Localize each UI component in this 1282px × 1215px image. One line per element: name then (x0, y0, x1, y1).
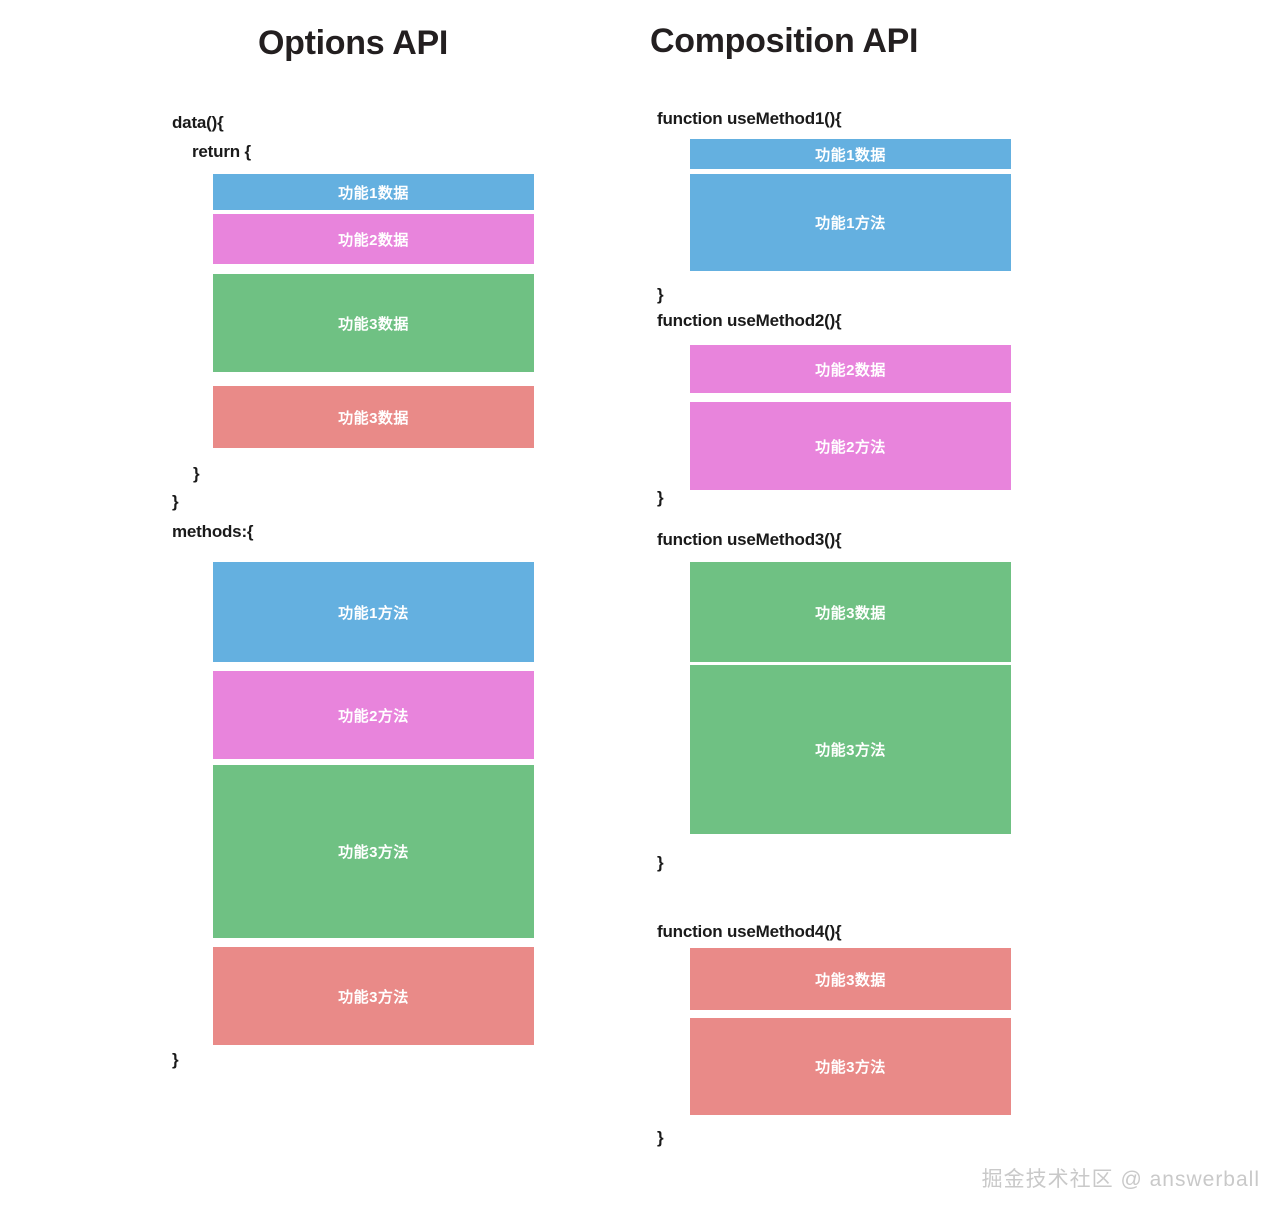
code-line: function useMethod1(){ (657, 109, 842, 128)
code-line: methods:{ (172, 522, 254, 541)
feature-block-label: 功能3方法 (338, 988, 409, 1006)
code-line: } (172, 1050, 179, 1069)
code-line: } (172, 492, 179, 511)
feature-block-label: 功能2方法 (338, 707, 409, 725)
feature-block-label: 功能2方法 (815, 438, 886, 456)
feature-block-label: 功能1方法 (338, 604, 409, 622)
feature-block: 功能3数据 (690, 562, 1011, 662)
feature-block: 功能3方法 (690, 1018, 1011, 1115)
feature-block-label: 功能3数据 (815, 604, 886, 622)
feature-block-label: 功能3方法 (815, 742, 886, 759)
feature-block: 功能3方法 (213, 947, 534, 1045)
feature-block: 功能2方法 (213, 671, 534, 759)
feature-block-label: 功能1数据 (338, 184, 409, 202)
feature-block-label: 功能1数据 (815, 146, 886, 164)
code-line: function useMethod2(){ (657, 311, 842, 330)
code-line: } (657, 488, 664, 507)
feature-block: 功能2方法 (690, 402, 1011, 490)
feature-block-label: 功能1方法 (815, 215, 886, 232)
feature-block-label: 功能2数据 (338, 231, 409, 249)
feature-block: 功能2数据 (213, 214, 534, 264)
feature-block-label: 功能3方法 (338, 844, 409, 861)
feature-block: 功能2数据 (690, 345, 1011, 393)
code-line: function useMethod4(){ (657, 922, 842, 941)
feature-block: 功能1数据 (213, 174, 534, 210)
feature-block: 功能1数据 (690, 139, 1011, 169)
code-line: return { (192, 142, 251, 161)
feature-block: 功能1方法 (213, 562, 534, 662)
code-line: } (657, 285, 664, 304)
feature-block: 功能3数据 (213, 386, 534, 448)
page-title-options-api: Options API (258, 24, 448, 62)
page-title-composition-api: Composition API (650, 22, 919, 60)
feature-block-label: 功能3方法 (815, 1059, 886, 1076)
feature-block: 功能3方法 (213, 765, 534, 938)
code-line: function useMethod3(){ (657, 530, 842, 549)
feature-block: 功能3数据 (213, 274, 534, 372)
feature-block-label: 功能3数据 (338, 409, 409, 427)
code-line: } (193, 464, 200, 483)
feature-block-label: 功能2数据 (815, 361, 886, 379)
feature-block: 功能3方法 (690, 665, 1011, 834)
feature-block: 功能3数据 (690, 948, 1011, 1010)
code-line: } (657, 1128, 664, 1147)
feature-block-label: 功能3数据 (338, 315, 409, 333)
feature-block: 功能1方法 (690, 174, 1011, 271)
feature-block-label: 功能3数据 (815, 971, 886, 989)
watermark: 掘金技术社区 @ answerball (981, 1168, 1260, 1191)
code-line: } (657, 853, 664, 872)
code-line: data(){ (172, 113, 224, 132)
